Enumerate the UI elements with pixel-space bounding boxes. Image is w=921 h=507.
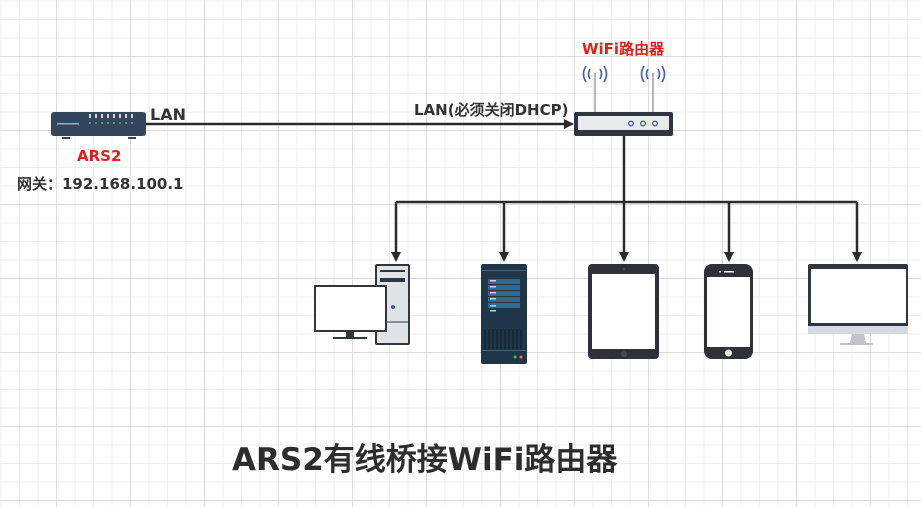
diagram-title: ARS2有线桥接WiFi路由器 bbox=[232, 442, 618, 478]
smartphone-icon bbox=[704, 264, 753, 359]
ars2-name-label: ARS2 bbox=[77, 147, 122, 165]
ars2-gateway-label: 网关：192.168.100.1 bbox=[17, 175, 184, 193]
monitor-icon bbox=[808, 264, 908, 345]
ars2-lan-label: LAN bbox=[150, 105, 186, 124]
switch-icon bbox=[51, 112, 146, 139]
desktop-pc-icon bbox=[314, 264, 410, 345]
router-lan-label: LAN(必须关闭DHCP) bbox=[414, 101, 569, 119]
tablet-icon bbox=[588, 264, 659, 359]
server-icon bbox=[481, 264, 527, 364]
router-name-label: WiFi路由器 bbox=[582, 40, 665, 58]
wifi-signal-icon bbox=[582, 65, 666, 83]
wifi-router-icon bbox=[574, 65, 673, 136]
